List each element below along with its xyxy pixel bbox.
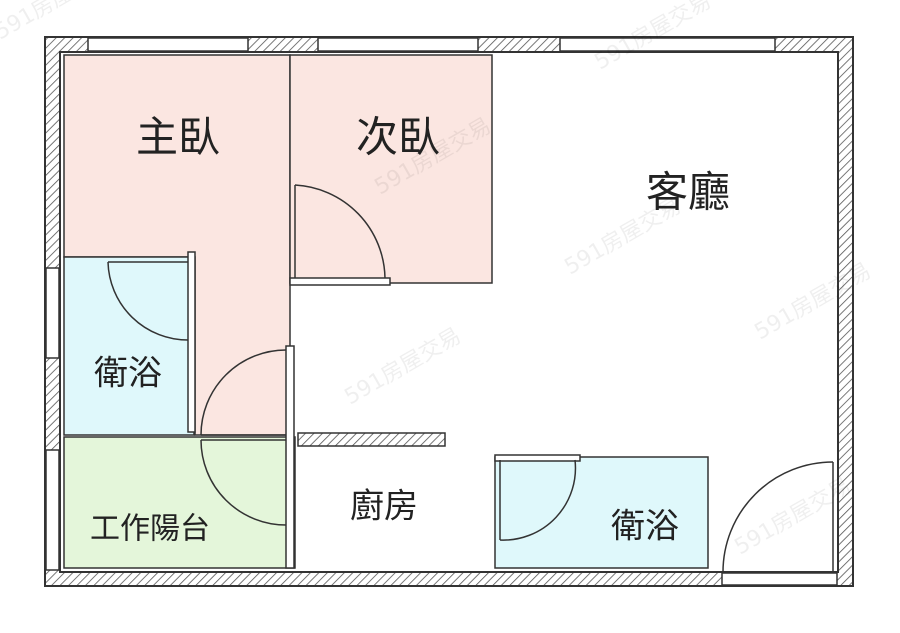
label-living-room: 客廳	[646, 168, 730, 217]
door-frame	[289, 277, 391, 286]
bathroom-1-area	[63, 256, 195, 436]
label-bathroom-2: 衛浴	[611, 507, 679, 547]
label-kitchen: 廚房	[350, 487, 418, 527]
windows	[45, 37, 838, 586]
bathroom-2-area	[494, 456, 709, 569]
label-utility-balcony: 工作陽台	[90, 512, 210, 547]
label-second-bedroom: 次臥	[356, 113, 440, 162]
door-frame	[494, 454, 581, 462]
second-bedroom-area	[289, 54, 493, 284]
balcony-area	[63, 436, 296, 569]
kitchen-wall	[297, 432, 446, 447]
partition-wall	[187, 251, 196, 433]
door-swings	[107, 184, 834, 573]
label-master-bedroom: 主臥	[136, 113, 220, 162]
partition-wall	[285, 345, 295, 569]
label-bathroom-1: 衛浴	[94, 354, 162, 394]
